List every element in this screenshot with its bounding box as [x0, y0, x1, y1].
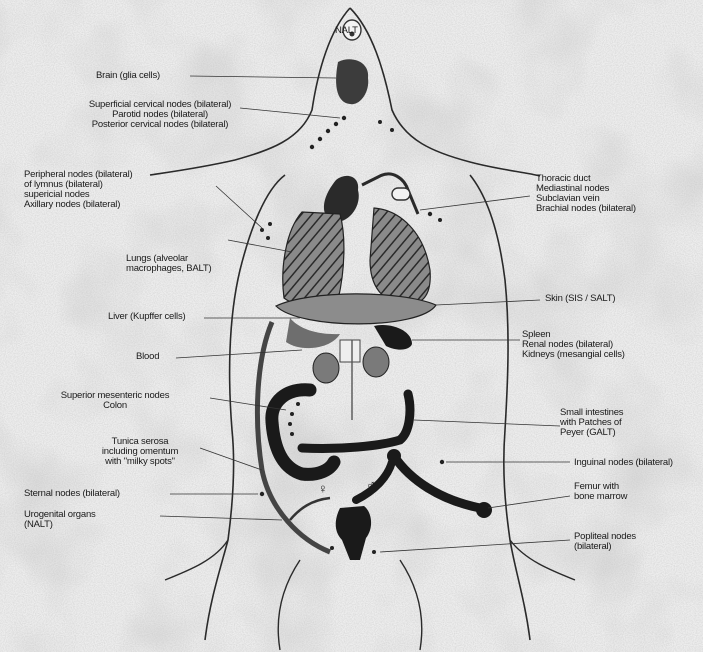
label-mesenteric-nodes: Superior mesenteric nodes Colon — [40, 391, 190, 411]
left-kidney — [313, 353, 339, 383]
liver-organ — [276, 294, 436, 324]
label-tunica-serosa: Tunica serosa including omentum with "mi… — [90, 437, 190, 467]
label-brain: Brain (glia cells) — [96, 71, 160, 81]
label-popliteal-nodes: Popliteal nodes (bilateral) — [574, 532, 694, 552]
small-intestine — [302, 394, 410, 449]
male-symbol: ♂ — [366, 480, 376, 490]
label-urogenital: Urogenital organs (NALT) — [24, 510, 154, 530]
label-thoracic-duct: Thoracic duct Mediastinal nodes Subclavi… — [536, 174, 701, 214]
brain-organ — [336, 59, 368, 104]
mesenteric-nodes — [288, 402, 300, 436]
urogenital-organ — [336, 506, 371, 560]
label-cervical-nodes: Superficial cervical nodes (bilateral) P… — [60, 100, 260, 130]
label-axillary-nodes: Peripheral nodes (bilateral) of lymnus (… — [24, 170, 194, 210]
right-femur — [394, 456, 480, 508]
label-blood: Blood — [136, 352, 159, 362]
label-sternal-nodes: Sternal nodes (bilateral) — [24, 489, 120, 499]
spleen-organ — [374, 325, 412, 350]
label-peyers-patches: Small intestines with Patches of Peyer (… — [560, 408, 690, 438]
right-lung — [370, 208, 430, 304]
colon-organ — [272, 390, 334, 475]
left-lung — [283, 212, 344, 307]
label-lungs: Lungs (alveolar macrophages, BALT) — [126, 254, 246, 274]
label-nalt: NALT — [335, 26, 358, 36]
female-symbol: ♀ — [318, 484, 328, 494]
label-skin: Skin (SIS / SALT) — [545, 294, 695, 304]
right-kidney — [363, 347, 389, 377]
label-femur-bone-marrow: Femur with bone marrow — [574, 482, 694, 502]
cervical-nodes — [310, 116, 394, 149]
label-inguinal-nodes: Inguinal nodes (bilateral) — [574, 458, 702, 468]
label-liver: Liver (Kupffer cells) — [108, 312, 185, 322]
label-spleen-renal-kidneys: Spleen Renal nodes (bilateral) Kidneys (… — [522, 330, 692, 360]
